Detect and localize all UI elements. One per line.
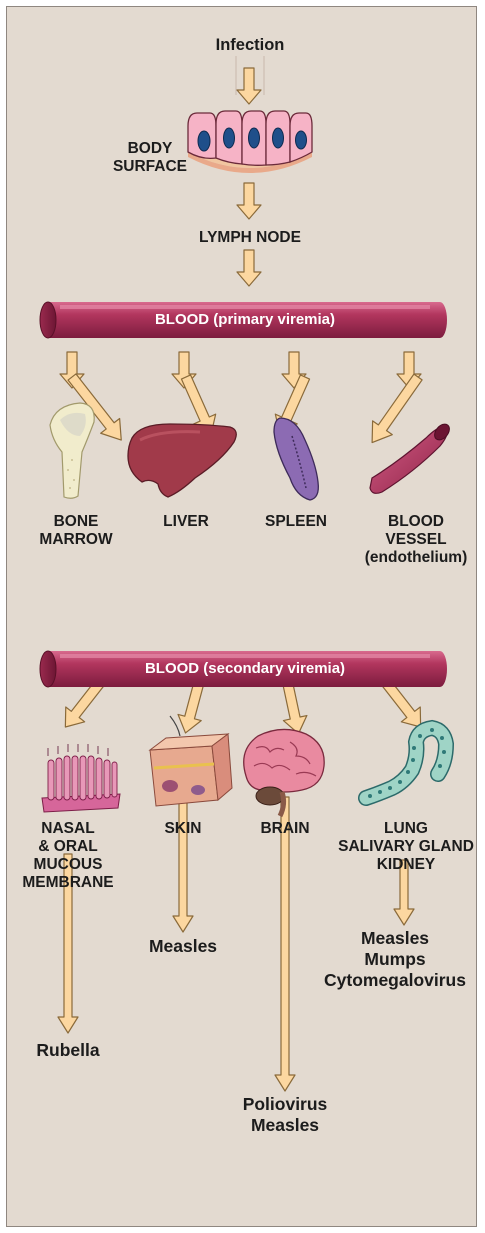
label-spleen: SPLEEN [256,513,336,531]
label-body-surface: BODY SURFACE [110,140,190,176]
bone-marrow-illustration [50,403,94,498]
label-skin-measles: Measles [133,936,233,957]
label-lung-gland-kidney: LUNG SALIVARY GLAND KIDNEY [336,820,476,874]
arrow-surface-to-lymph [237,183,261,219]
label-nasal-membrane: NASAL & ORAL MUCOUS MEMBRANE [20,820,116,892]
body-surface-illustration [188,111,312,173]
label-brain: BRAIN [245,820,325,838]
label-blood-primary: BLOOD (primary viremia) [60,311,430,329]
arrow-skin-to-measles [173,797,193,932]
label-lung-diseases: Measles Mumps Cytomegalovirus [312,928,478,991]
brain-illustration [244,729,324,816]
label-blood-secondary: BLOOD (secondary viremia) [60,660,430,678]
lung-gland-illustration [366,728,446,798]
label-liver: LIVER [146,513,226,531]
label-rubella: Rubella [20,1040,116,1061]
nasal-membrane-illustration [42,744,120,812]
spleen-illustration [274,418,318,500]
label-bone-marrow: BONE MARROW [36,513,116,549]
label-infection: Infection [190,36,310,54]
label-blood-vessel: BLOOD VESSEL (endothelium) [356,513,476,567]
arrow-vessel-to-secondary [362,370,428,449]
skin-illustration [150,716,232,806]
arrow-brain-to-polio [275,797,295,1091]
liver-illustration [128,424,236,497]
label-brain-diseases: Poliovirus Measles [218,1094,352,1136]
arrow-lymph-to-blood [237,250,261,286]
label-skin: SKIN [143,820,223,838]
arrow-infection-to-surface [237,68,261,104]
label-lymph-node: LYMPH NODE [180,229,320,247]
